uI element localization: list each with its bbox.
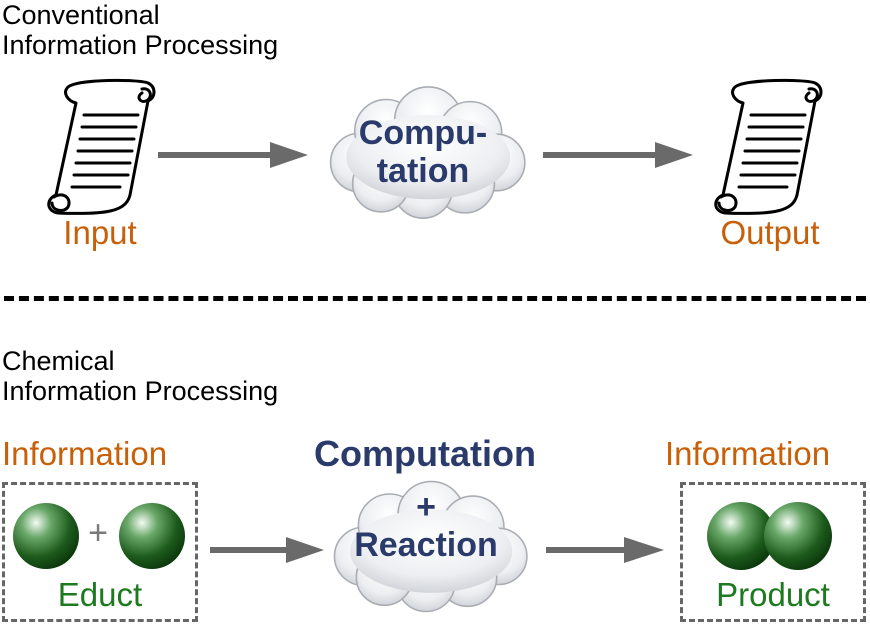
educt-box [2, 482, 198, 622]
computation-cloud-line1: Compu- [358, 114, 488, 152]
educt-molecule-2-sphere-icon [119, 503, 185, 569]
input-scroll-icon [47, 78, 156, 215]
computation-cloud-text: Compu- tation [318, 114, 528, 190]
educt-molecule-1-sphere-icon [13, 503, 79, 569]
output-scroll-icon [714, 78, 823, 215]
educt-information-header: Information [2, 435, 168, 472]
computation-header: Computation [314, 433, 536, 474]
reaction-text: Reaction [354, 526, 498, 564]
conventional-title-line1: Conventional [2, 0, 160, 30]
computation-cloud-line2: tation [376, 152, 470, 190]
input-to-computation-arrow [158, 142, 308, 168]
conventional-title-line2: Information Processing [2, 30, 279, 60]
chemical-title-line2: Information Processing [2, 376, 279, 406]
input-label: Input [63, 214, 137, 251]
product-information-header: Information [665, 435, 831, 472]
output-label: Output [720, 214, 820, 251]
chemical-title-line1: Chemical [2, 346, 115, 376]
product-molecule-sphere-icon [707, 502, 832, 570]
chemical-title: Chemical Information Processing [2, 346, 278, 406]
educt-to-reaction-arrow [210, 537, 324, 563]
conventional-title: Conventional Information Processing [2, 0, 278, 60]
educt-label: Educt [57, 576, 143, 613]
reaction-to-product-arrow [546, 537, 664, 563]
section-divider [4, 296, 866, 301]
educt-plus: + [88, 514, 108, 552]
computation-to-output-arrow [543, 142, 693, 168]
product-box [680, 482, 866, 622]
reaction-plus: + [416, 488, 436, 526]
product-label: Product [716, 576, 830, 613]
